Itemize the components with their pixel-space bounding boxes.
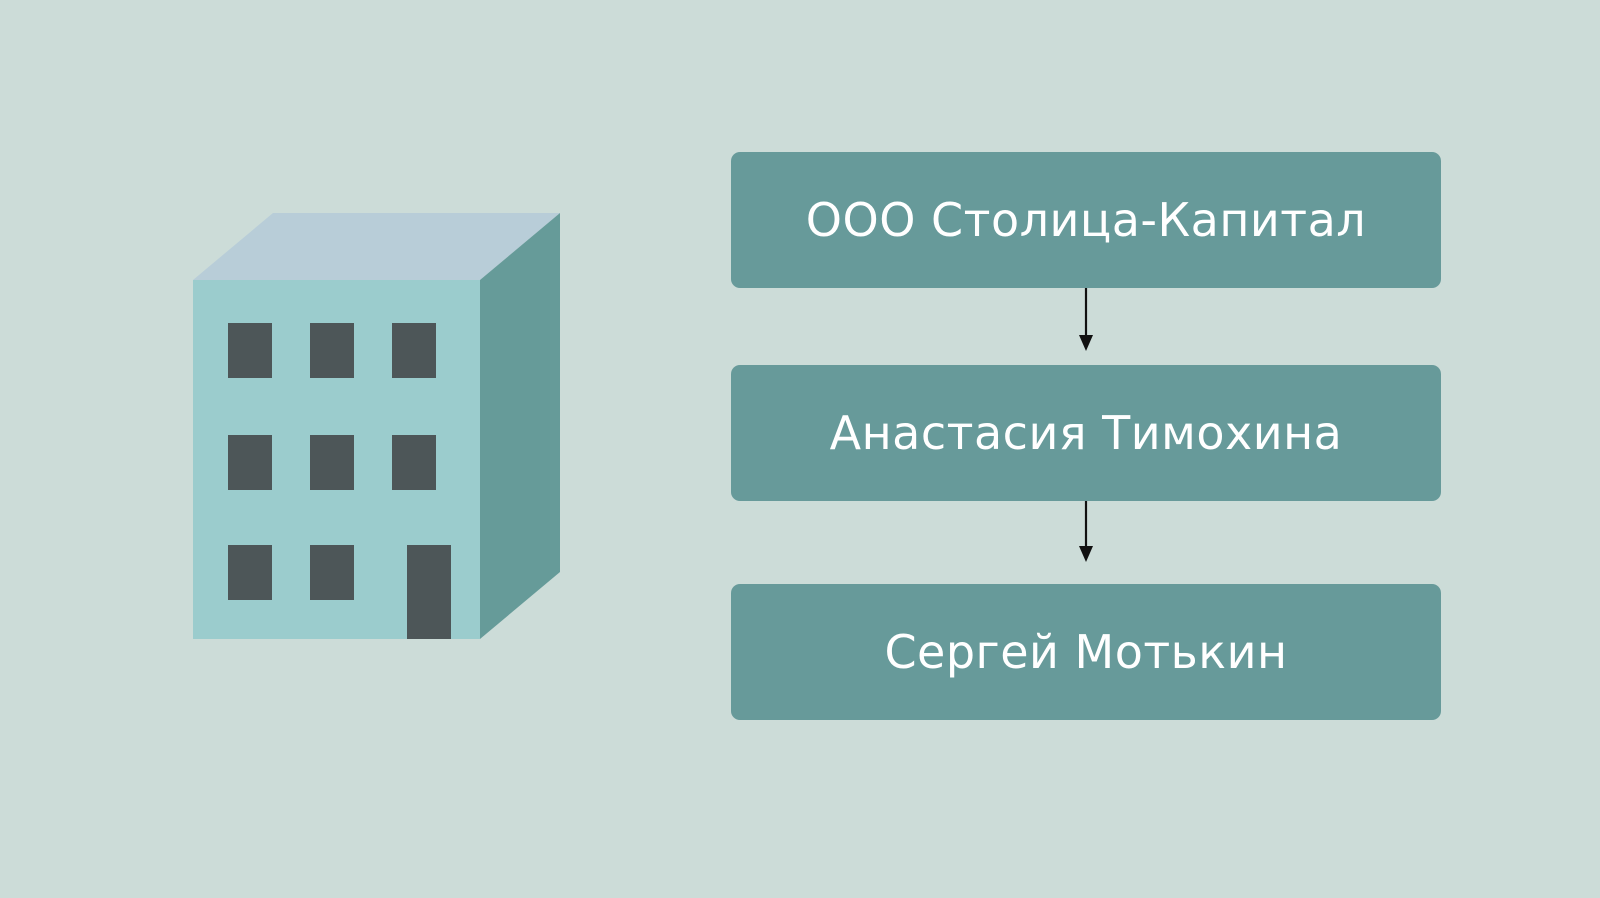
owner-box-company: ООО Столица-Капитал	[731, 152, 1441, 288]
building-window	[228, 323, 272, 378]
building-roof	[193, 213, 560, 280]
owner-box-person-1: Анастасия Тимохина	[731, 365, 1441, 501]
owner-box-label: Анастасия Тимохина	[829, 406, 1343, 460]
building-window	[392, 435, 436, 490]
building-window	[392, 323, 436, 378]
owner-box-label: Сергей Мотькин	[884, 625, 1288, 679]
building-window	[310, 323, 354, 378]
building-window	[228, 435, 272, 490]
building-window	[310, 545, 354, 600]
down-arrow-icon	[1079, 288, 1093, 351]
building-window	[310, 435, 354, 490]
owner-box-label: ООО Столица-Капитал	[805, 193, 1367, 247]
down-arrow-icon	[1079, 501, 1093, 562]
owner-box-person-2: Сергей Мотькин	[731, 584, 1441, 720]
building-door	[407, 545, 451, 639]
building-side	[480, 213, 560, 639]
building-window	[228, 545, 272, 600]
